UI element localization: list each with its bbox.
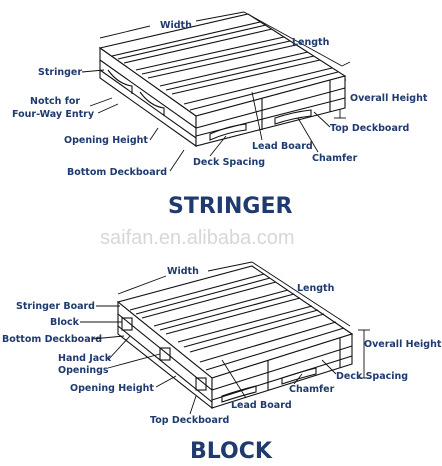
stringer-opening-height-label: Opening Height <box>64 135 148 146</box>
block-side-details <box>117 313 353 403</box>
stringer-top-deckboard-label: Top Deckboard <box>330 123 409 134</box>
stringer-stringer-label: Stringer <box>38 67 82 78</box>
block-overall-height-label: Overall Height <box>364 339 442 350</box>
stringer-length-label: Length <box>292 37 330 48</box>
block-stringer-board-label: Stringer Board <box>16 301 95 312</box>
block-chamfer-label: Chamfer <box>289 384 335 395</box>
block-lead-board-label: Lead Board <box>231 400 292 411</box>
block-width-label: Width <box>167 266 199 277</box>
stringer-chamfer-label: Chamfer <box>312 153 358 164</box>
block-deck-spacing-label: Deck Spacing <box>336 371 408 382</box>
block-title: BLOCK <box>190 439 273 464</box>
block-length-label: Length <box>297 283 335 294</box>
block-top-deckboard-label: Top Deckboard <box>150 415 229 426</box>
block-block-label: Block <box>50 317 80 328</box>
block-pallet-drawing <box>116 261 370 410</box>
stringer-top-deckboards <box>111 21 339 111</box>
stringer-side-details <box>99 59 346 141</box>
block-opening-height-label: Opening Height <box>70 383 154 394</box>
block-labels: Width Length Stringer Board Block Bottom… <box>2 266 442 426</box>
stringer-overall-height-label: Overall Height <box>350 93 428 104</box>
block-top-deckboards <box>129 273 345 371</box>
block-hand-jack-label-2: Openings <box>58 365 109 376</box>
stringer-notch-label-1: Notch for <box>30 96 80 107</box>
stringer-pallet-drawing <box>98 11 351 148</box>
watermark: saifan.en.alibaba.com <box>100 227 295 249</box>
stringer-deck-spacing-label: Deck Spacing <box>193 157 265 168</box>
block-dimension-lines <box>117 261 370 379</box>
stringer-title: STRINGER <box>168 194 292 219</box>
block-bottom-deckboard-label: Bottom Deckboard <box>2 334 102 345</box>
stringer-bottom-deckboard-label: Bottom Deckboard <box>67 167 167 178</box>
stringer-width-label: Width <box>160 20 192 31</box>
stringer-notch-label-2: Four-Way Entry <box>12 109 95 120</box>
block-hand-jack-label-1: Hand Jack <box>58 353 112 364</box>
stringer-labels: Width Length Stringer Notch for Four-Way… <box>12 20 428 178</box>
stringer-lead-board-label: Lead Board <box>252 141 313 152</box>
